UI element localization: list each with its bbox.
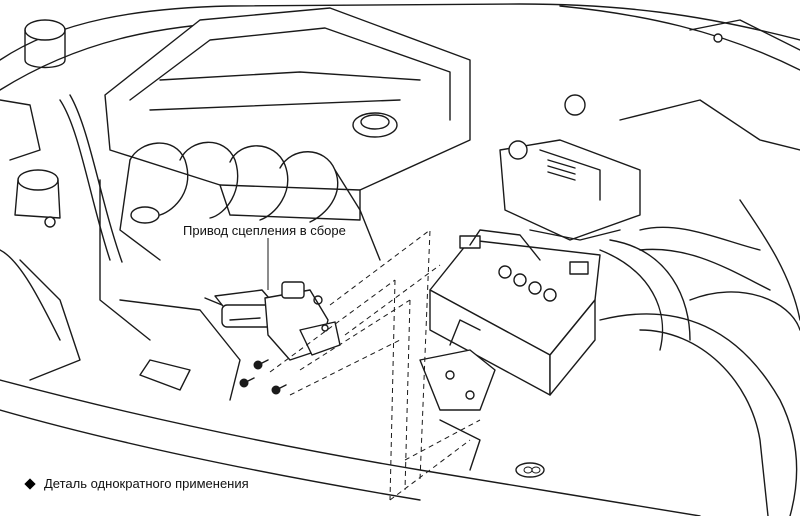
bolts (239, 359, 287, 395)
battery-bracket (419, 319, 496, 471)
clutch-actuator-label: Привод сцепления в сборе (181, 223, 348, 238)
clutch-actuator-assembly (204, 238, 341, 361)
legend-text: Деталь однократного применения (44, 476, 249, 491)
relay-box (499, 94, 641, 241)
right-components (599, 19, 800, 351)
left-components (0, 19, 241, 401)
black-diamond-icon (24, 477, 36, 490)
intake-manifold (99, 141, 381, 341)
legend: Деталь однократного применения (24, 476, 249, 491)
battery (429, 229, 601, 396)
installation-guide-lines (269, 228, 481, 501)
